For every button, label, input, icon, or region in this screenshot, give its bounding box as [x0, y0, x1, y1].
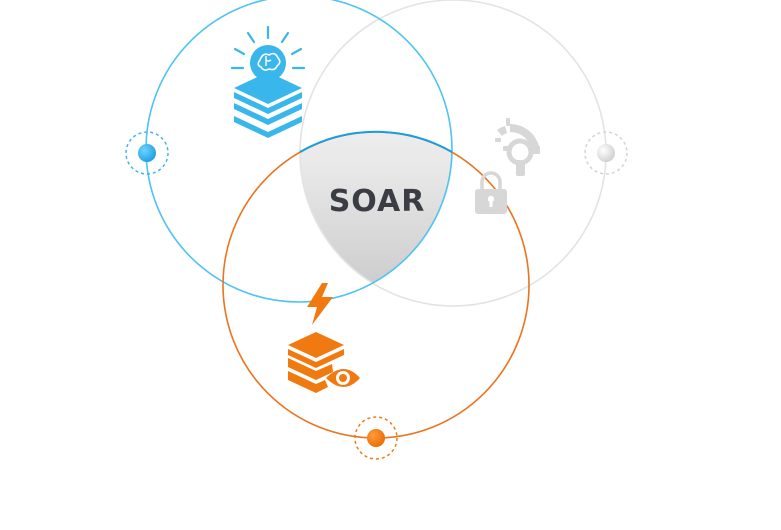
soar-intersection — [300, 132, 452, 302]
bolt-layers-eye-icon — [288, 283, 360, 393]
gray-endpoint-dot — [584, 131, 628, 175]
orange-endpoint-dot — [354, 416, 398, 460]
blue-accent-arc — [299, 130, 453, 153]
brain-bulb-layers-icon — [230, 25, 306, 138]
center-label: SOAR — [329, 184, 426, 219]
gear-lock-icon — [475, 118, 540, 214]
blue-endpoint-dot — [125, 131, 169, 175]
